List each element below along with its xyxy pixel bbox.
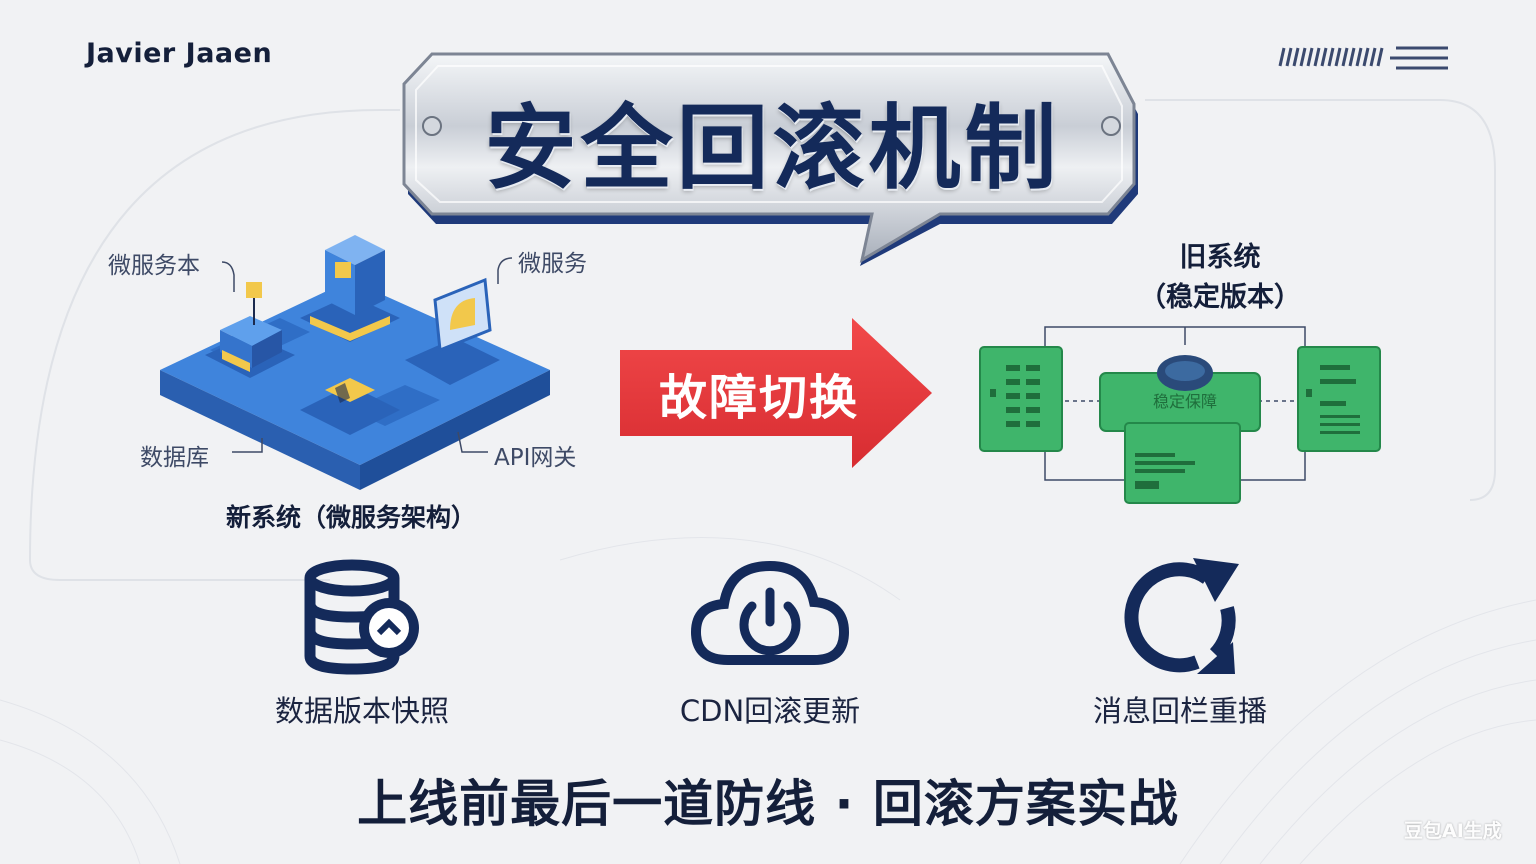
label-database: 数据库 bbox=[140, 445, 209, 471]
service-block-top bbox=[300, 235, 400, 342]
old-system-title-line2: （稳定版本） bbox=[1139, 282, 1301, 313]
title-banner bbox=[402, 52, 1138, 266]
database-rollback-icon bbox=[304, 559, 419, 675]
center-module-text: 稳定保障 bbox=[1153, 392, 1217, 411]
feature-message-replay: 消息回栏重播 bbox=[1080, 556, 1280, 730]
bottom-title: 上线前最后一道防线 · 回滚方案实战 bbox=[357, 775, 1179, 833]
server-module-left bbox=[979, 346, 1063, 452]
old-system-title: 旧系统 （稳定版本） bbox=[1120, 238, 1320, 318]
server-module-center: 稳定保障 bbox=[1099, 355, 1261, 432]
refresh-cycle-icon bbox=[1124, 558, 1239, 674]
server-module-right bbox=[1297, 346, 1381, 452]
new-system-caption: 新系统（微服务架构） bbox=[226, 503, 477, 532]
watermark: 豆包AI生成 bbox=[1404, 820, 1502, 842]
old-system-title-line1: 旧系统 bbox=[1179, 242, 1261, 273]
gateway-block bbox=[300, 378, 400, 435]
old-system-illustration: 稳定保障 bbox=[979, 326, 1381, 504]
label-api-gateway: API网关 bbox=[494, 445, 577, 471]
feature-label: CDN回滚更新 bbox=[679, 694, 861, 728]
feature-label: 消息回栏重播 bbox=[1092, 694, 1267, 728]
feature-data-snapshot: 数据版本快照 bbox=[262, 556, 462, 730]
author-name: Javier Jaaen bbox=[86, 38, 273, 69]
failover-arrow-icon bbox=[620, 318, 932, 468]
label-microservice: 微服务 bbox=[518, 251, 587, 277]
service-block-left bbox=[205, 282, 295, 378]
feature-label: 数据版本快照 bbox=[274, 694, 449, 728]
failover-label: 故障切换 bbox=[658, 370, 859, 426]
server-module-front bbox=[1124, 422, 1241, 504]
cloud-power-icon bbox=[690, 560, 850, 665]
service-block-right bbox=[405, 277, 500, 385]
barcode-decoration-icon bbox=[1278, 46, 1448, 70]
label-microservice-base: 微服务本 bbox=[108, 253, 200, 279]
feature-cdn-rollback: CDN回滚更新 bbox=[660, 556, 880, 730]
page-title: 安全回滚机制 bbox=[484, 95, 1061, 202]
new-system-illustration bbox=[160, 235, 550, 490]
